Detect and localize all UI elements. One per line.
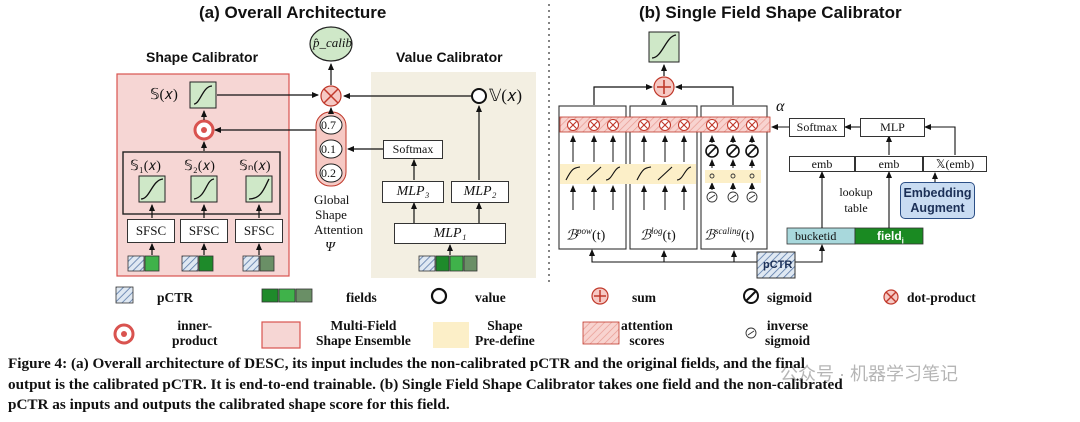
- mlp2-box: MLP₂: [451, 181, 509, 203]
- panel-b-title: (b) Single Field Shape Calibrator: [639, 3, 902, 22]
- mlp3-box: MLP₃: [382, 181, 444, 203]
- pctr-input-label: pCTR: [763, 259, 793, 271]
- legend-value: value: [475, 290, 506, 305]
- shape-calibrator-label: Shape Calibrator: [146, 49, 259, 65]
- legend-sum: sum: [632, 290, 657, 305]
- p-calib-node: [309, 26, 353, 62]
- legend-pctr-swatch: [115, 286, 134, 304]
- attention-value-3: 0.2: [321, 166, 336, 180]
- legend-inner-product: inner-product: [172, 318, 218, 348]
- softmax-b: Softmax: [789, 118, 845, 137]
- attention-value-1: 0.7: [321, 118, 336, 132]
- psi-label: Ψ: [325, 240, 335, 255]
- legend-dot-product: dot-product: [907, 290, 976, 305]
- embedding-augment-box: Embedding Augment: [900, 182, 975, 219]
- value-calibrator-label: Value Calibrator: [396, 49, 503, 65]
- panel-a-title: (a) Overall Architecture: [199, 3, 387, 22]
- v-x-label: 𝕍(𝑥): [489, 86, 523, 105]
- x-emb-box: 𝕏(emb): [923, 156, 987, 172]
- legend-pctr: pCTR: [157, 290, 194, 305]
- figure-caption: Figure 4: (a) Overall architecture of DE…: [8, 354, 1078, 416]
- mlp-b: MLP: [860, 118, 925, 137]
- s1-label: 𝕊₁(𝑥): [130, 159, 161, 174]
- b-log-label: ℬlog(t): [640, 226, 676, 244]
- caption-line-3: pCTR as inputs and outputs the calibrate…: [8, 396, 450, 413]
- s-x-label: 𝕊(𝑥): [150, 87, 178, 103]
- s2-label: 𝕊₂(𝑥): [184, 159, 215, 174]
- mlp1-box: MLP₁: [394, 223, 506, 244]
- softmax-a: Softmax: [383, 140, 443, 159]
- legend-fields: fields: [346, 290, 377, 305]
- b-pow-label: ℬpow(t): [566, 226, 606, 244]
- bucketid-label: bucketid: [795, 229, 837, 243]
- global-shape-attention-label: Global Shape Attention: [314, 192, 364, 237]
- alpha-label: α: [776, 98, 785, 115]
- attention-value-2: 0.1: [321, 142, 336, 156]
- sfsc-1: SFSC: [127, 219, 175, 243]
- lookup-table-label: lookup table: [839, 185, 873, 215]
- sn-label: 𝕊ₙ(𝑥): [239, 159, 271, 174]
- sfsc-n: SFSC: [235, 219, 283, 243]
- field-i-label: fieldi: [877, 229, 904, 246]
- caption-line-2: output is the calibrated pCTR. It is end…: [8, 375, 843, 393]
- s-curve-box: [189, 81, 217, 109]
- watermark: 公众号 · 机器学习笔记: [780, 364, 958, 384]
- emb-left: emb: [789, 156, 855, 172]
- sfsc-2: SFSC: [180, 219, 228, 243]
- p-calib-label: p̂_calib: [313, 35, 352, 50]
- emb-right: emb: [855, 156, 923, 172]
- b-scaling-label: ℬscaling(t): [704, 226, 755, 244]
- legend-sigmoid: sigmoid: [767, 290, 813, 305]
- caption-line-1: Figure 4: (a) Overall architecture of DE…: [8, 355, 805, 372]
